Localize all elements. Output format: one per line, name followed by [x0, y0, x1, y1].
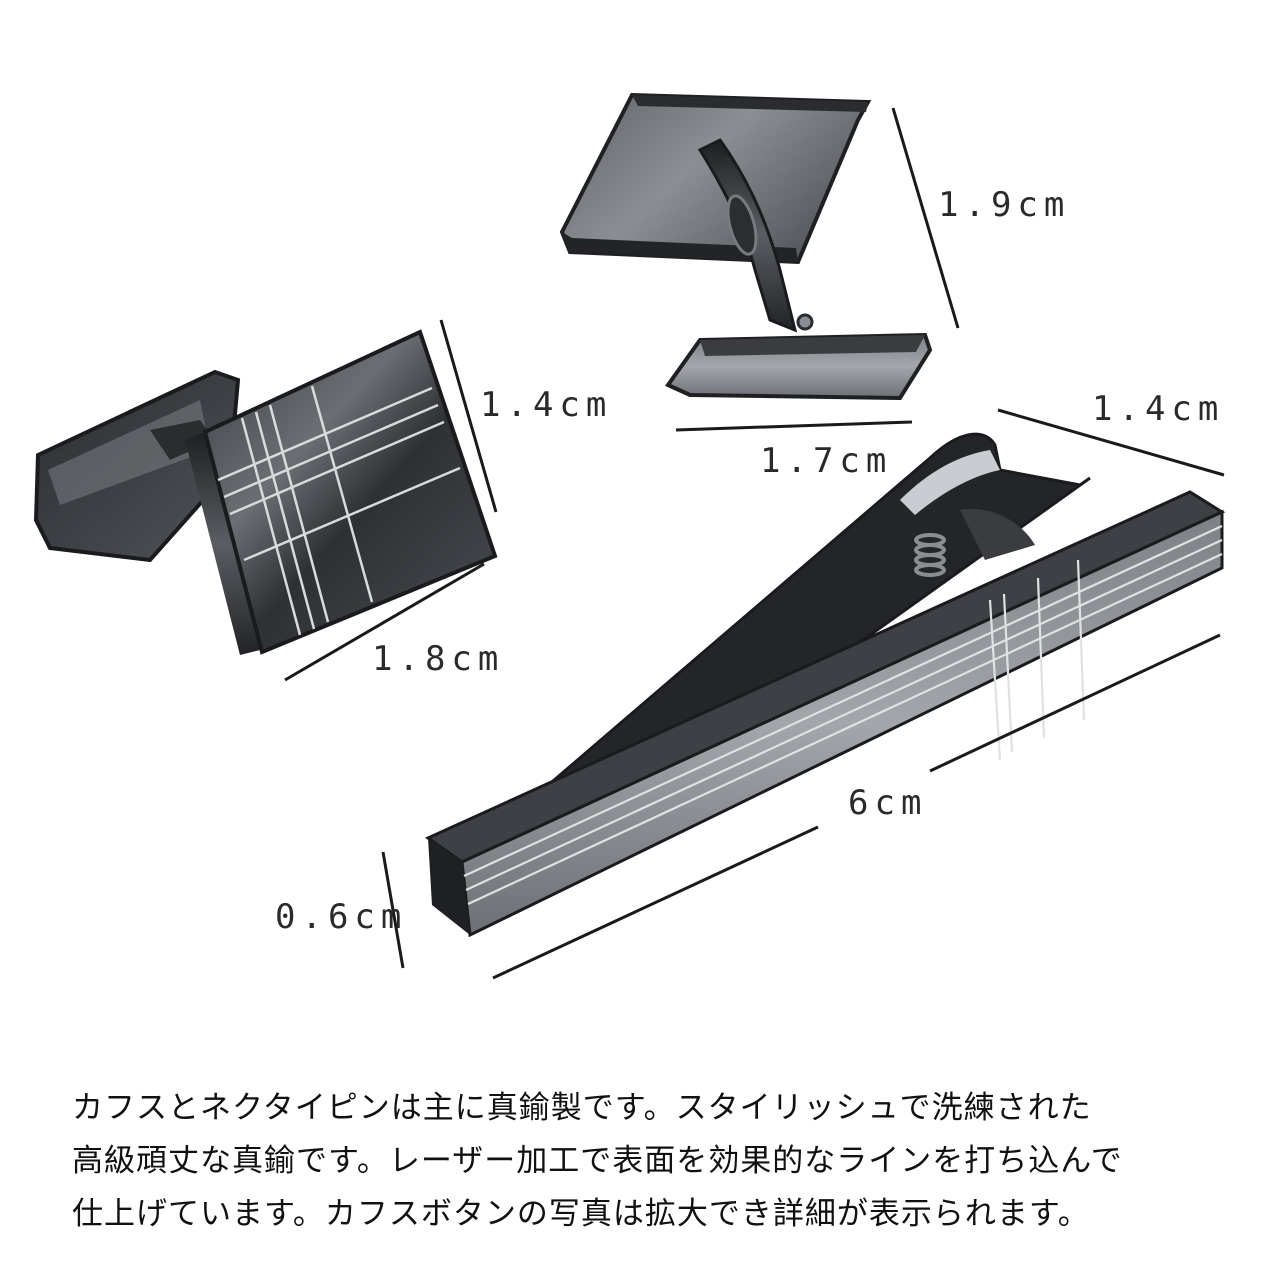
dim-line-clip-length-left [492, 825, 819, 980]
product-description: カフスとネクタイピンは主に真鍮製です。スタイリッシュで洗練された 高級頑丈な真鍮… [72, 1082, 1232, 1241]
dim-line-left-width [284, 562, 485, 682]
dim-label-left-width: 1.8cm [372, 639, 505, 679]
dim-line-clip-depth [997, 408, 1225, 477]
dim-line-clip-width [381, 851, 405, 969]
dim-label-clip-width: 0.6cm [275, 897, 408, 937]
product-illustration [33, 92, 1226, 980]
dim-line-top-height [891, 107, 960, 329]
dimension-lines [284, 107, 1225, 980]
description-line-2: 高級頑丈な真鍮です。レーザー加工で表面を効果的なラインを打ち込んで [72, 1143, 1123, 1179]
dim-label-left-height: 1.4cm [480, 385, 613, 425]
tie-clip [424, 432, 1226, 938]
description-line-3: 仕上げています。カフスボタンの写真は拡大でき詳細が表示られます。 [72, 1196, 1090, 1232]
left-cufflink-engraving [217, 385, 461, 636]
tie-clip-engraving [463, 525, 1223, 905]
dim-line-clip-length-right [929, 633, 1221, 773]
dim-label-clip-depth: 1.4cm [1092, 389, 1225, 429]
left-cufflink [33, 329, 498, 655]
dim-label-clip-length: 6cm [848, 783, 928, 823]
dim-label-top-width: 1.7cm [760, 441, 893, 481]
dim-line-top-width [675, 420, 913, 432]
top-cufflink [559, 92, 933, 401]
dim-line-left-height [439, 319, 498, 513]
description-line-1: カフスとネクタイピンは主に真鍮製です。スタイリッシュで洗練された [72, 1090, 1092, 1126]
dim-label-top-height: 1.9cm [938, 185, 1071, 225]
